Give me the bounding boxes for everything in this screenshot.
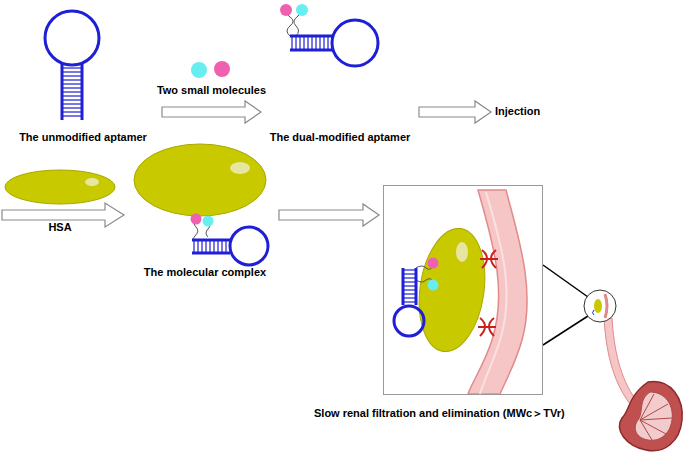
base-pair [311, 36, 312, 50]
hsa-protein [594, 299, 602, 313]
base-pair [201, 240, 202, 253]
base-pair [205, 240, 206, 253]
base-pair [62, 99, 82, 100]
small-molecule-cyan [203, 216, 214, 227]
vessel [605, 294, 607, 318]
highlight [456, 242, 468, 262]
base-pair [403, 293, 416, 294]
node-label: HSA [5, 220, 115, 234]
small-molecule-pink [214, 61, 230, 77]
base-pair [403, 301, 416, 302]
filtration-panel-art [394, 190, 527, 394]
base-pair [209, 240, 210, 253]
step-node: Injection [495, 104, 559, 118]
complex-node: The molecular complex [135, 145, 275, 279]
base-pair [403, 297, 416, 298]
base-pair [331, 36, 332, 50]
protein-node: HSA [5, 165, 115, 234]
base-pair [319, 36, 320, 50]
base-pair [295, 36, 296, 50]
node-label: The unmodified aptamer [8, 130, 158, 144]
aptamer-loop [230, 227, 268, 265]
base-pair [403, 281, 416, 282]
base-pair [213, 240, 214, 253]
process-arrow [162, 101, 261, 123]
base-pair [62, 115, 82, 116]
base-pair [217, 240, 218, 253]
highlight [85, 178, 99, 186]
base-pair [221, 240, 222, 253]
aptamer [593, 310, 595, 315]
base-pair [197, 240, 198, 253]
base-pair [62, 67, 82, 68]
renal-tubule [604, 318, 636, 404]
small-molecule-cyan [428, 280, 439, 291]
base-pair [307, 36, 308, 50]
filtration-panel: Slow renal filtration and elimination (M… [383, 185, 543, 395]
base-pair [299, 36, 300, 50]
small-molecule-cyan [191, 62, 207, 78]
base-pair [403, 277, 416, 278]
process-arrow [419, 101, 491, 123]
base-pair [403, 289, 416, 290]
base-pair [62, 83, 82, 84]
base-pair [62, 87, 82, 88]
node-label: Slow renal filtration and elimination (M… [314, 406, 565, 420]
base-pair [225, 240, 226, 253]
small-molecule-pink [428, 258, 439, 269]
aptamer-node: The unmodified aptamer [8, 8, 158, 144]
base-pair [403, 273, 416, 274]
base-pairs [62, 68, 82, 116]
unmodified-aptamer [45, 11, 99, 120]
base-pair [62, 91, 82, 92]
base-pair [291, 36, 292, 50]
base-pair [62, 71, 82, 72]
magnifier-line [543, 265, 588, 297]
node-label: The dual-modified aptamer [265, 130, 415, 144]
small-molecule-pink [191, 214, 202, 225]
base-pair [327, 36, 328, 50]
base-pair [403, 285, 416, 286]
base-pairs [403, 270, 416, 302]
base-pair [315, 36, 316, 50]
kidney [619, 382, 682, 451]
glomerulus-magnified [584, 290, 616, 322]
base-pairs [292, 36, 332, 50]
magnifier-line [543, 316, 588, 345]
base-pair [62, 103, 82, 104]
small-molecule-cyan [296, 4, 308, 16]
small-molecule-pink [280, 4, 292, 16]
base-pair [303, 36, 304, 50]
highlight [230, 162, 250, 174]
node-label: The molecular complex [135, 265, 275, 279]
base-pair [193, 240, 194, 253]
base-pair [403, 269, 416, 270]
base-pair [62, 107, 82, 108]
base-pairs [194, 240, 226, 253]
aptamer-loop [394, 306, 424, 336]
filtration-pore [478, 250, 498, 336]
dual-modified-aptamer [280, 4, 378, 66]
base-pair [62, 75, 82, 76]
molecular-complex [134, 144, 268, 265]
aptamer-node: The dual-modified aptamer [265, 8, 415, 144]
aptamer-loop [45, 11, 99, 65]
hsa-protein [5, 170, 115, 204]
base-pair [62, 95, 82, 96]
aptamer-loop [332, 20, 378, 66]
node-label: Injection [495, 104, 559, 118]
arrow-label: Two small molecules [155, 83, 268, 97]
hsa-protein [134, 144, 266, 216]
base-pair [323, 36, 324, 50]
base-pair [62, 111, 82, 112]
base-pair [62, 79, 82, 80]
process-arrow [279, 204, 379, 226]
